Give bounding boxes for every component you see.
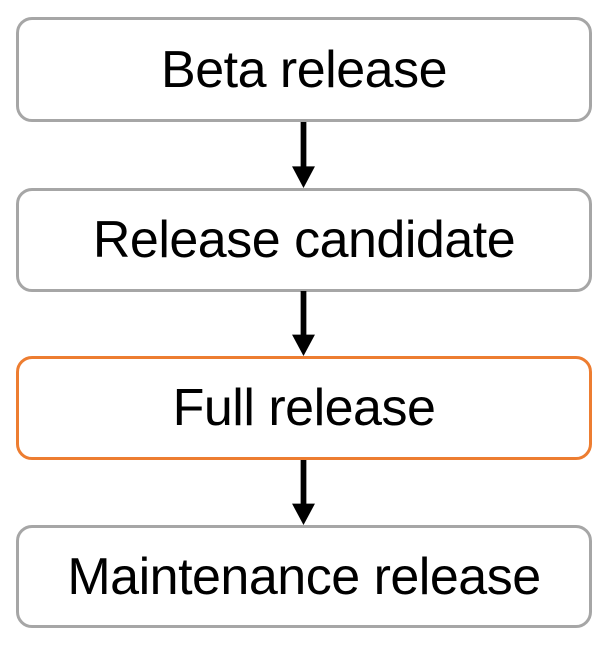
- flow-box-label: Beta release: [161, 40, 447, 99]
- flow-box-label: Full release: [172, 379, 436, 437]
- flow-box-maintenance-release: Maintenance release: [16, 525, 592, 628]
- flow-box-full-release: Full release: [16, 356, 592, 460]
- arrow-down-icon: [291, 122, 316, 188]
- arrow-down-icon: [291, 460, 316, 525]
- flow-box-label: Release candidate: [92, 211, 516, 269]
- flow-box-beta-release: Beta release: [16, 17, 592, 122]
- flow-box-label: Maintenance release: [67, 547, 541, 606]
- arrow-down-icon: [291, 291, 316, 356]
- flow-box-release-candidate: Release candidate: [16, 188, 592, 292]
